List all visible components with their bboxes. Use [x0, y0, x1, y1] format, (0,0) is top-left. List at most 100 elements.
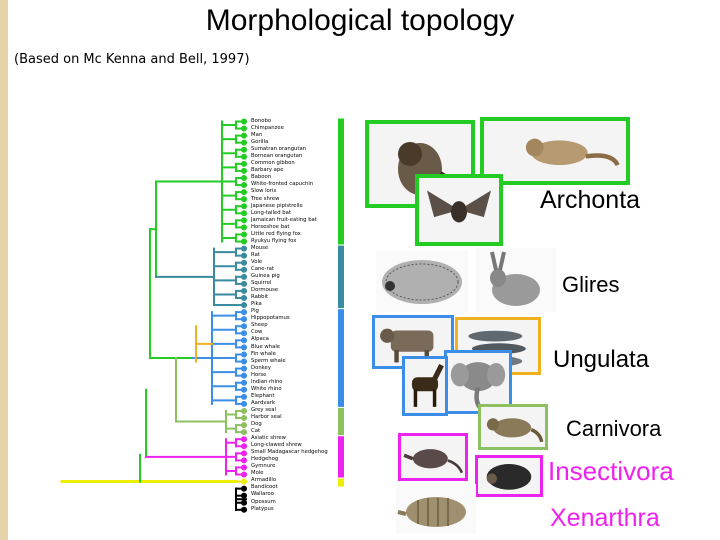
hedgehog-sketch: [376, 250, 468, 312]
page-subtitle: (Based on Mc Kenna and Bell, 1997): [14, 52, 250, 67]
clade-bar: [338, 118, 344, 245]
taxon-label: Chimpanzee: [251, 125, 284, 132]
leaf-node: [241, 203, 247, 210]
leaf-node: [241, 506, 247, 513]
leaf-node: [241, 238, 247, 245]
taxon-label: Blue whale: [251, 343, 281, 350]
clade-label-ungulata: Ungulata: [553, 346, 650, 373]
taxon-label: Hippopotamus: [251, 315, 290, 322]
taxon-label: Little red flying fox: [251, 230, 301, 237]
shrew-photo: [398, 433, 468, 481]
clade-bar: [338, 309, 344, 407]
taxon-label: Cow: [251, 329, 263, 336]
leaf-node: [241, 295, 247, 301]
taxon-label: Ryukyu flying fox: [251, 237, 297, 244]
taxon-label: Opossum: [251, 498, 276, 505]
taxon-label: Horseshoe bat: [251, 223, 290, 230]
leaf-node: [241, 337, 247, 344]
taxon-label: Guinea pig: [251, 273, 280, 280]
armadillo-photo: [396, 484, 476, 534]
leaf-node: [241, 478, 247, 485]
taxon-label: Small Madagascar hedgehog: [251, 449, 328, 456]
leaf-node: [241, 231, 247, 238]
leaf-node: [241, 393, 247, 400]
taxon-label: Hedgehog: [251, 456, 279, 463]
taxon-label: Slow loris: [251, 188, 277, 195]
leaf-node: [241, 372, 247, 379]
leaf-node: [241, 153, 247, 160]
leaf-node: [241, 316, 247, 323]
taxon-label: Rat: [251, 251, 260, 258]
rabbit-sketch: [476, 248, 556, 312]
taxon-label: Squirrel: [251, 280, 272, 287]
taxon-label: Long-tailed bat: [251, 209, 291, 216]
taxon-label: Dog: [251, 421, 262, 428]
taxon-label: Gymnure: [251, 463, 276, 470]
leaf-node: [241, 407, 247, 414]
taxon-label: Mouse: [251, 244, 269, 251]
taxon-label: Elephant: [251, 392, 275, 399]
taxon-label: Horse: [251, 371, 267, 378]
taxon-label: Barbary ape: [251, 167, 284, 174]
leaf-node: [241, 280, 247, 287]
taxon-label: Wallaroo: [251, 491, 274, 498]
taxon-label: Pika: [251, 301, 262, 308]
clade-label-insectivora: Insectivora: [548, 456, 674, 486]
leaf-node: [241, 365, 247, 372]
bushbaby-photo: [480, 117, 630, 185]
leaf-node: [241, 266, 247, 273]
taxon-label: Sperm whale: [251, 357, 286, 364]
taxon-label: Baboon: [251, 174, 272, 181]
leaf-node: [241, 400, 247, 407]
leaf-node: [241, 386, 247, 393]
horse-photo: [402, 356, 448, 416]
leaf-node: [241, 132, 247, 139]
taxon-label: Armadillo: [251, 477, 277, 484]
clade-label-xenarthra: Xenarthra: [550, 504, 660, 532]
leaf-node: [241, 323, 247, 330]
leaf-node: [241, 182, 247, 189]
taxon-label: Pig: [251, 308, 259, 315]
clade-bar: [338, 245, 344, 309]
taxon-label: Gorilla: [251, 139, 269, 146]
taxon-label: Dormouse: [251, 287, 279, 294]
leaf-node: [241, 379, 247, 386]
taxon-label: Man: [251, 132, 263, 139]
taxon-label: Long-clawed shrew: [251, 442, 302, 449]
leaf-node: [241, 259, 247, 266]
taxon-label: Jamaican fruit-eating bat: [251, 216, 317, 223]
leaf-node: [241, 450, 247, 457]
taxon-label: Fin whale: [251, 350, 276, 357]
leaf-node: [241, 252, 247, 259]
leaf-node: [241, 309, 247, 316]
leaf-node: [241, 457, 247, 464]
taxon-label: Mole: [251, 470, 264, 477]
taxon-label: Bonobo: [251, 118, 272, 124]
taxon-label: Sumatran orangutan: [251, 146, 307, 153]
taxon-label: Alpaca: [251, 336, 269, 343]
taxon-label: Japanese pipistrelle: [251, 202, 303, 209]
clade-label-glires: Glires: [562, 272, 620, 297]
leaf-node: [241, 118, 247, 125]
taxon-label: Asiatic shrew: [251, 435, 287, 442]
taxon-label: Aardvark: [251, 399, 275, 406]
leaf-node: [241, 287, 247, 294]
leaf-node: [241, 422, 247, 429]
leaf-node: [241, 217, 247, 224]
leaf-node: [241, 210, 247, 217]
left-decorative-strip: [0, 0, 8, 540]
tenrec-photo: [475, 455, 543, 497]
leaf-node: [241, 174, 247, 181]
taxon-label: Bornean orangutan: [251, 153, 303, 160]
leaf-node: [241, 224, 247, 231]
page-title: Morphological topology: [205, 4, 515, 37]
taxon-label: Bandicoot: [251, 484, 278, 491]
leaf-node: [241, 499, 247, 506]
leaf-node: [241, 492, 247, 499]
civet-photo: [478, 404, 548, 450]
taxon-label: Grey seal: [251, 406, 276, 413]
taxon-label: Vole: [251, 258, 263, 265]
taxon-label: Cat: [251, 428, 261, 435]
